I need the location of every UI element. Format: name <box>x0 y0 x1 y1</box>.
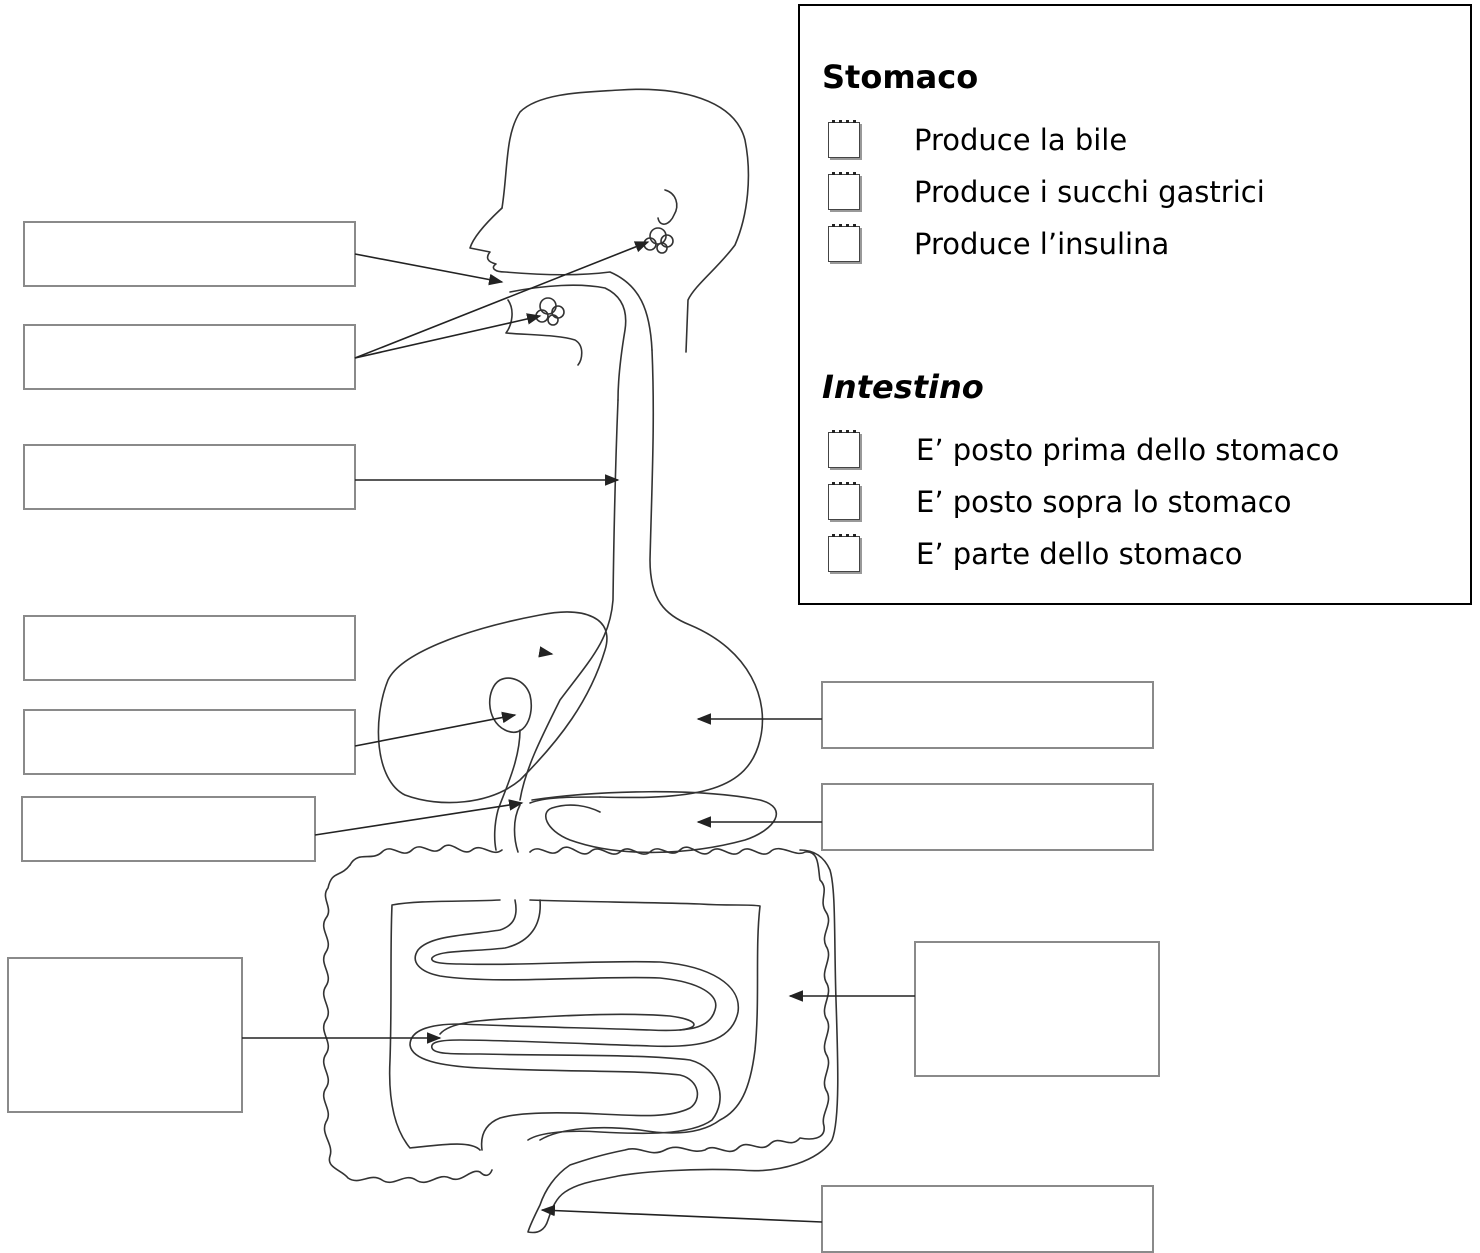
label-box-liver <box>23 615 356 681</box>
option-label: Produce i succhi gastrici <box>914 175 1265 209</box>
checkbox[interactable] <box>828 534 860 572</box>
arrow-liver <box>538 646 554 658</box>
intestine-option-1[interactable]: E’ posto prima dello stomaco <box>828 430 1448 472</box>
label-box-stomach <box>821 681 1154 749</box>
ear <box>657 189 678 225</box>
esophagus-right-wall <box>599 349 764 799</box>
label-box-small-intestine <box>7 957 243 1113</box>
stomach-option-3[interactable]: Produce l’insulina <box>828 224 1448 266</box>
option-label: Produce l’insulina <box>914 227 1170 261</box>
intestine-section-title: Intestino <box>822 368 984 406</box>
stomach-option-2[interactable]: Produce i succhi gastrici <box>828 172 1448 214</box>
label-box-duodenum <box>21 796 316 862</box>
esophagus-left-wall <box>519 399 619 801</box>
option-label: E’ parte dello stomaco <box>916 537 1243 571</box>
small-intestine-loop <box>439 1013 695 1035</box>
face-profile <box>469 207 653 351</box>
label-box-rectum <box>821 1185 1154 1253</box>
label-box-salivary-glands <box>23 324 356 390</box>
intestine-option-2[interactable]: E’ posto sopra lo stomaco <box>828 482 1448 524</box>
quiz-panel: Stomaco Produce la bile Produce i succhi… <box>798 4 1472 605</box>
label-box-gall-bladder <box>23 709 356 775</box>
stomach-option-1[interactable]: Produce la bile <box>828 120 1448 162</box>
label-box-mouth <box>23 221 356 287</box>
checkbox[interactable] <box>828 172 860 210</box>
checkbox[interactable] <box>828 482 860 520</box>
mouth-cavity <box>509 284 627 401</box>
liver <box>377 611 608 804</box>
pancreas <box>531 790 778 854</box>
label-box-large-intestine <box>914 941 1160 1077</box>
bile-duct <box>493 729 521 851</box>
checkbox[interactable] <box>828 224 860 262</box>
arrow-gall-bladder <box>354 711 517 747</box>
arrow-salivary-upper <box>354 241 650 359</box>
large-intestine <box>349 844 839 1234</box>
arrow-rectum <box>540 1204 823 1223</box>
gall-bladder <box>488 677 532 733</box>
option-label: E’ posto sopra lo stomaco <box>916 485 1292 519</box>
salivary-gland-lower <box>535 297 565 326</box>
large-intestine-left <box>322 864 493 1184</box>
label-box-pancreas <box>821 783 1154 851</box>
colon-inner <box>388 899 761 1151</box>
arrow-mouth <box>354 253 504 286</box>
stomach-section-title: Stomaco <box>822 58 979 96</box>
option-label: Produce la bile <box>914 123 1128 157</box>
arrow-duodenum <box>314 799 524 836</box>
duodenum <box>513 804 521 853</box>
arrow-salivary-lower <box>354 313 542 359</box>
small-intestine-inner <box>431 899 740 1141</box>
option-label: E’ posto prima dello stomaco <box>916 433 1340 467</box>
salivary-gland-upper <box>643 227 674 254</box>
stomach-outline <box>529 796 601 804</box>
checkbox[interactable] <box>828 430 860 468</box>
tongue <box>505 299 583 366</box>
checkbox[interactable] <box>828 120 860 158</box>
label-box-esophagus <box>23 444 356 510</box>
head-outline <box>501 88 750 353</box>
intestine-option-3[interactable]: E’ parte dello stomaco <box>828 534 1448 576</box>
